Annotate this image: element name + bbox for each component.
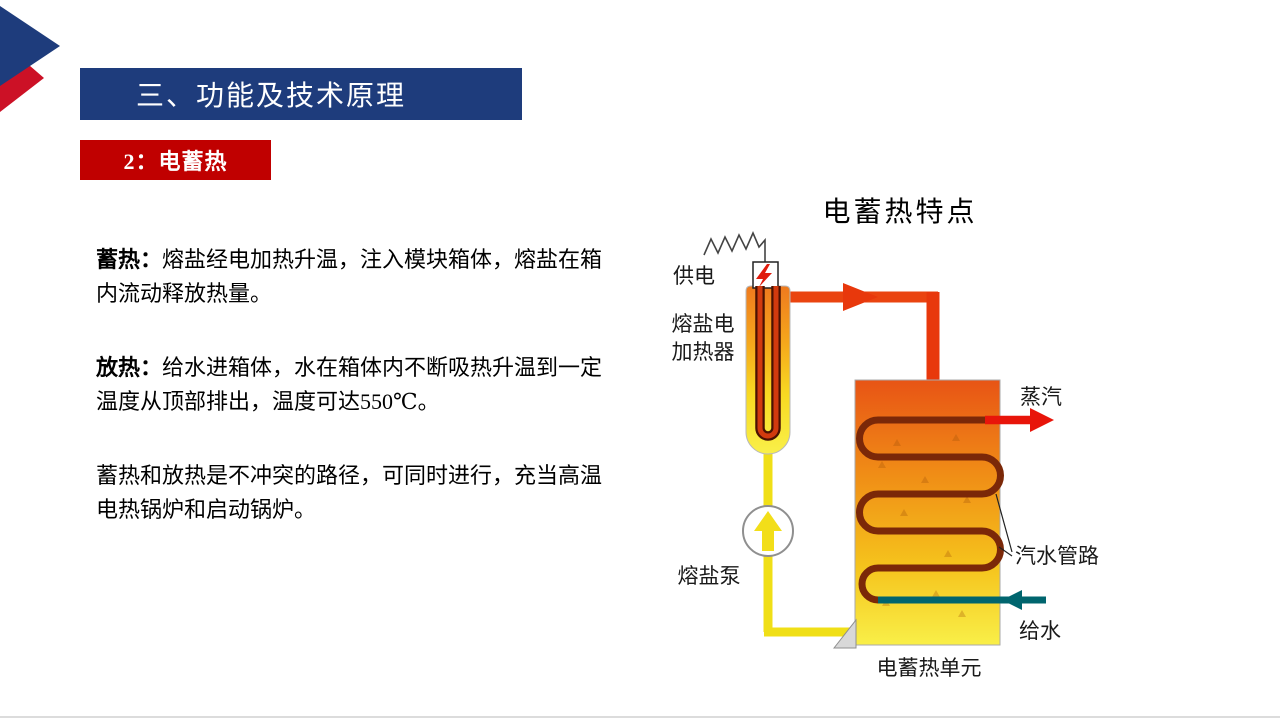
label-storage-unit: 电蓄热单元 xyxy=(877,656,982,680)
label-pump: 熔盐泵 xyxy=(678,564,741,588)
paragraph-body: 给水进箱体，水在箱体内不断吸热升温到一定温度从顶部排出，温度可达550℃。 xyxy=(96,355,603,414)
salt-inlet-connector xyxy=(832,618,857,649)
diagram-title: 电蓄热特点 xyxy=(822,197,978,228)
paragraph-body: 熔盐经电加热升温，注入模块箱体，熔盐在箱内流动释放热量。 xyxy=(96,247,603,306)
molten-salt-pump xyxy=(742,505,794,557)
hot-salt-pipe xyxy=(788,283,940,384)
paragraph-body: 蓄热和放热是不冲突的路径，可同时进行，充当高温电热锅炉和启动锅炉。 xyxy=(96,463,603,522)
feed-water-line xyxy=(878,590,1046,610)
molten-salt-heater xyxy=(745,285,791,455)
subsection-badge-label: 2：电蓄热 xyxy=(123,149,228,174)
paragraph-lead: 放热： xyxy=(96,355,163,380)
label-heater-line2: 加热器 xyxy=(672,340,735,364)
body-text-block: 蓄热：熔盐经电加热升温，注入模块箱体，熔盐在箱内流动释放热量。 放热：给水进箱体… xyxy=(96,243,612,567)
bottom-divider xyxy=(0,716,1280,718)
pump-up-arrow-icon xyxy=(754,511,782,551)
coil-label-pointers xyxy=(995,493,1013,557)
body-paragraph: 蓄热：熔盐经电加热升温，注入模块箱体，熔盐在箱内流动释放热量。 xyxy=(96,243,612,311)
body-paragraph: 放热：给水进箱体，水在箱体内不断吸热升温到一定温度从顶部排出，温度可达550℃。 xyxy=(96,351,612,419)
thermal-storage-diagram: 供电 熔盐电 加热器 蒸汽 汽水管路 给水 熔盐泵 电蓄热单元 xyxy=(672,230,1099,680)
u-tube-core xyxy=(757,286,779,439)
corner-blue-triangle xyxy=(0,6,60,86)
paragraph-lead: 蓄热： xyxy=(96,247,163,272)
label-power-supply: 供电 xyxy=(673,264,715,288)
subsection-badge: 2：电蓄热 xyxy=(80,140,271,180)
electrode-terminal xyxy=(752,261,779,289)
steam-outlet xyxy=(985,408,1054,432)
corner-arrow-decoration xyxy=(0,6,60,112)
label-steam-water-pipe: 汽水管路 xyxy=(1015,544,1099,568)
steam-water-coil xyxy=(856,416,1004,604)
label-steam: 蒸汽 xyxy=(1020,385,1062,409)
body-paragraph: 蓄热和放热是不冲突的路径，可同时进行，充当高温电热锅炉和启动锅炉。 xyxy=(96,459,612,527)
feed-water-arrow-icon xyxy=(1002,590,1022,610)
label-heater-line1: 熔盐电 xyxy=(672,312,735,336)
section-title: 三、功能及技术原理 xyxy=(136,81,407,112)
steam-arrow-icon xyxy=(1030,408,1054,432)
section-title-banner: 三、功能及技术原理 xyxy=(80,68,522,120)
label-feed-water: 给水 xyxy=(1019,619,1061,643)
flow-arrow-icon xyxy=(843,283,878,311)
lightning-icon xyxy=(756,264,772,287)
power-supply-zigzag-icon xyxy=(703,230,766,262)
heater-u-tube xyxy=(755,286,781,441)
